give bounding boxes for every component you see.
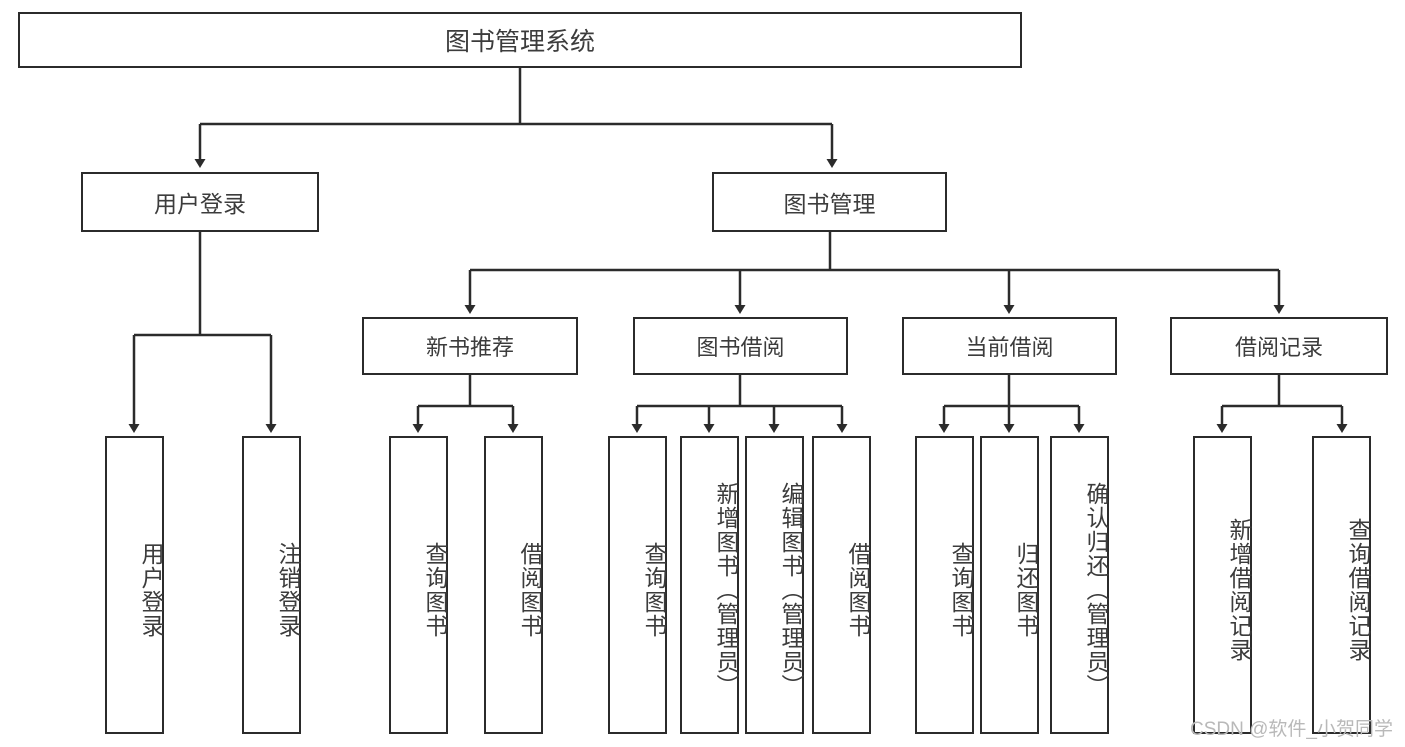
leaf-label: 新增图书（管理员） xyxy=(713,482,739,698)
leaf-label: 查询图书 xyxy=(641,542,667,638)
leaf-label: 查询图书 xyxy=(948,542,974,638)
leaf-label: 用户登录 xyxy=(138,542,164,638)
leaf-borrow-book[interactable]: 借阅图书 xyxy=(812,436,871,734)
leaf-label: 查询图书 xyxy=(422,542,448,638)
node-borrow-record[interactable]: 借阅记录 xyxy=(1170,317,1388,375)
leaf-label: 借阅图书 xyxy=(517,542,543,638)
node-user-login[interactable]: 用户登录 xyxy=(81,172,319,232)
leaf-label: 确认归还（管理员） xyxy=(1083,482,1109,698)
leaf-label: 查询借阅记录 xyxy=(1345,518,1371,662)
leaf-confirm-return-admin[interactable]: 确认归还（管理员） xyxy=(1050,436,1109,734)
leaf-borrow-book-recommend[interactable]: 借阅图书 xyxy=(484,436,543,734)
node-new-book-recommend[interactable]: 新书推荐 xyxy=(362,317,578,375)
leaf-label: 新增借阅记录 xyxy=(1226,518,1252,662)
node-book-management[interactable]: 图书管理 xyxy=(712,172,947,232)
leaf-label: 编辑图书（管理员） xyxy=(778,482,804,698)
leaf-edit-book-admin[interactable]: 编辑图书（管理员） xyxy=(745,436,804,734)
leaf-query-borrow-record[interactable]: 查询借阅记录 xyxy=(1312,436,1371,734)
leaf-label: 归还图书 xyxy=(1013,542,1039,638)
leaf-user-login[interactable]: 用户登录 xyxy=(105,436,164,734)
leaf-query-book-current[interactable]: 查询图书 xyxy=(915,436,974,734)
leaf-return-book[interactable]: 归还图书 xyxy=(980,436,1039,734)
leaf-add-book-admin[interactable]: 新增图书（管理员） xyxy=(680,436,739,734)
leaf-label: 借阅图书 xyxy=(845,542,871,638)
node-book-borrow[interactable]: 图书借阅 xyxy=(633,317,848,375)
leaf-query-book-recommend[interactable]: 查询图书 xyxy=(389,436,448,734)
leaf-add-borrow-record[interactable]: 新增借阅记录 xyxy=(1193,436,1252,734)
leaf-label: 注销登录 xyxy=(275,542,301,638)
leaf-query-book-borrow[interactable]: 查询图书 xyxy=(608,436,667,734)
node-root-system[interactable]: 图书管理系统 xyxy=(18,12,1022,68)
leaf-logout-login[interactable]: 注销登录 xyxy=(242,436,301,734)
watermark-text: CSDN @软件_小贺同学 xyxy=(1190,719,1393,740)
node-current-borrow[interactable]: 当前借阅 xyxy=(902,317,1117,375)
